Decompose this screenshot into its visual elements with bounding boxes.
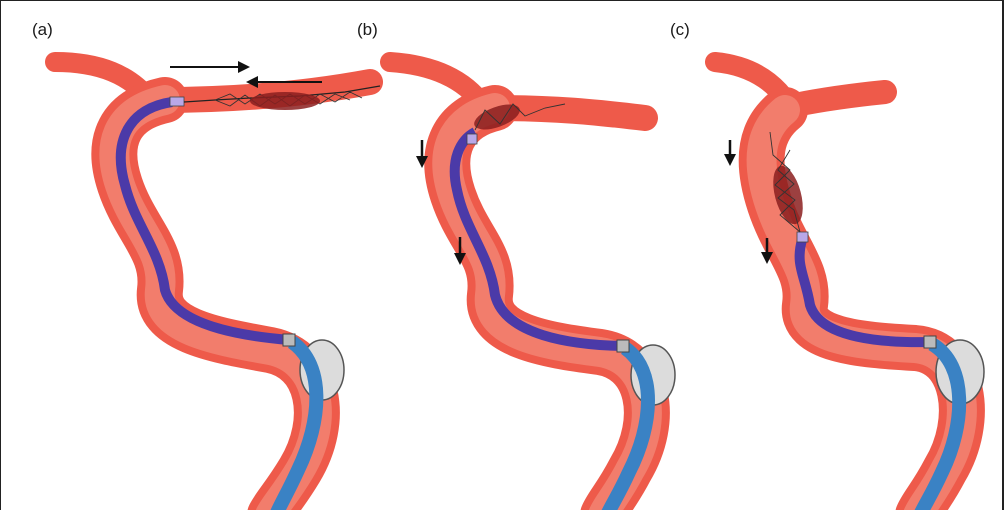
catheter-marker [924, 336, 936, 348]
microcatheter-tip [467, 134, 477, 144]
arrow-down-icon [724, 140, 736, 166]
arrow-right-icon [170, 61, 250, 73]
panel-c: (c) [670, 0, 1004, 510]
panel-a-illustration [0, 0, 335, 510]
panel-c-illustration [670, 0, 1004, 510]
catheter-marker [617, 340, 629, 352]
panel-b: (b) [335, 0, 670, 510]
vessel-main-outer [114, 100, 317, 510]
microcatheter-tip [170, 97, 184, 106]
panel-a: (a) [0, 0, 335, 510]
panel-b-illustration [335, 0, 670, 510]
microcatheter-tip [797, 232, 808, 242]
clot [250, 92, 320, 110]
catheter-marker [283, 334, 295, 346]
vessel-target [795, 92, 885, 105]
